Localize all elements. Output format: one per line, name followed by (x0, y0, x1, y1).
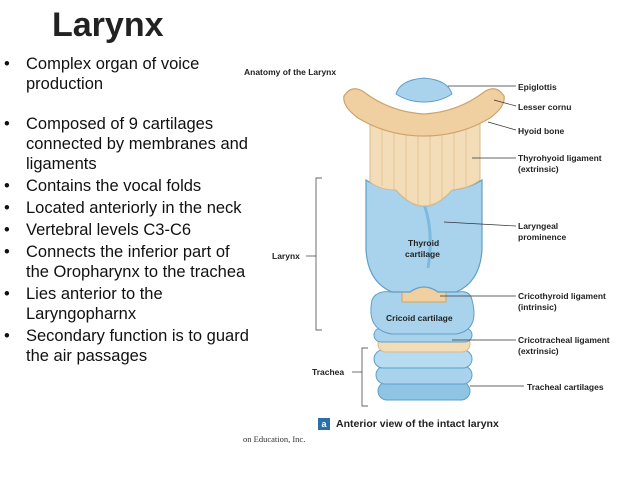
figure-credit: on Education, Inc. (243, 434, 306, 444)
slide-title: Larynx (52, 6, 164, 44)
label-cricotracheal-ligament: Cricotracheal ligament (518, 335, 610, 345)
label-hyoid-bone: Hyoid bone (518, 126, 565, 136)
label-epiglottis: Epiglottis (518, 82, 557, 92)
label-larynx: Larynx (272, 251, 300, 261)
label-trachea: Trachea (312, 367, 345, 377)
bullet-item: Vertebral levels C3-C6 (0, 220, 250, 240)
bullet-item: Complex organ of voice production (0, 54, 250, 94)
caption-text: Anterior view of the intact larynx (336, 418, 499, 430)
label-thyrohyoid-note: (extrinsic) (518, 164, 559, 174)
label-cricothyroid-note: (intrinsic) (518, 302, 557, 312)
bullet-item: Secondary function is to guard the air p… (0, 326, 250, 366)
label-laryngeal-prominence-2: prominence (518, 232, 567, 242)
label-thyrohyoid-ligament: Thyrohyoid ligament (518, 153, 602, 163)
label-cricoid-cartilage: Cricoid cartilage (386, 313, 453, 323)
bullet-item: Composed of 9 cartilages connected by me… (0, 114, 250, 174)
label-cricothyroid-ligament: Cricothyroid ligament (518, 291, 606, 301)
label-thyroid-cartilage-2: cartilage (405, 249, 440, 259)
figure-title: Anatomy of the Larynx (244, 67, 337, 77)
label-tracheal-cartilages: Tracheal cartilages (527, 382, 604, 392)
bullet-item: Lies anterior to the Laryngopharnx (0, 284, 250, 324)
label-thyroid-cartilage-1: Thyroid (408, 238, 440, 248)
figure-caption: a Anterior view of the intact larynx (318, 418, 499, 430)
bullet-item: Located anteriorly in the neck (0, 198, 250, 218)
hyoid-bone (343, 88, 505, 137)
trachea-rings (373, 327, 473, 401)
label-lesser-cornu: Lesser cornu (518, 102, 572, 112)
label-cricotracheal-note: (extrinsic) (518, 346, 559, 356)
cricoid-cartilage (370, 291, 475, 335)
caption-letter-icon: a (318, 418, 330, 430)
bullet-list: Complex organ of voice production Compos… (0, 54, 250, 366)
epiglottis (395, 77, 453, 103)
bullet-item: Connects the inferior part of the Oropha… (0, 242, 250, 282)
bullet-item: Contains the vocal folds (0, 176, 250, 196)
label-laryngeal-prominence-1: Laryngeal (518, 221, 559, 231)
